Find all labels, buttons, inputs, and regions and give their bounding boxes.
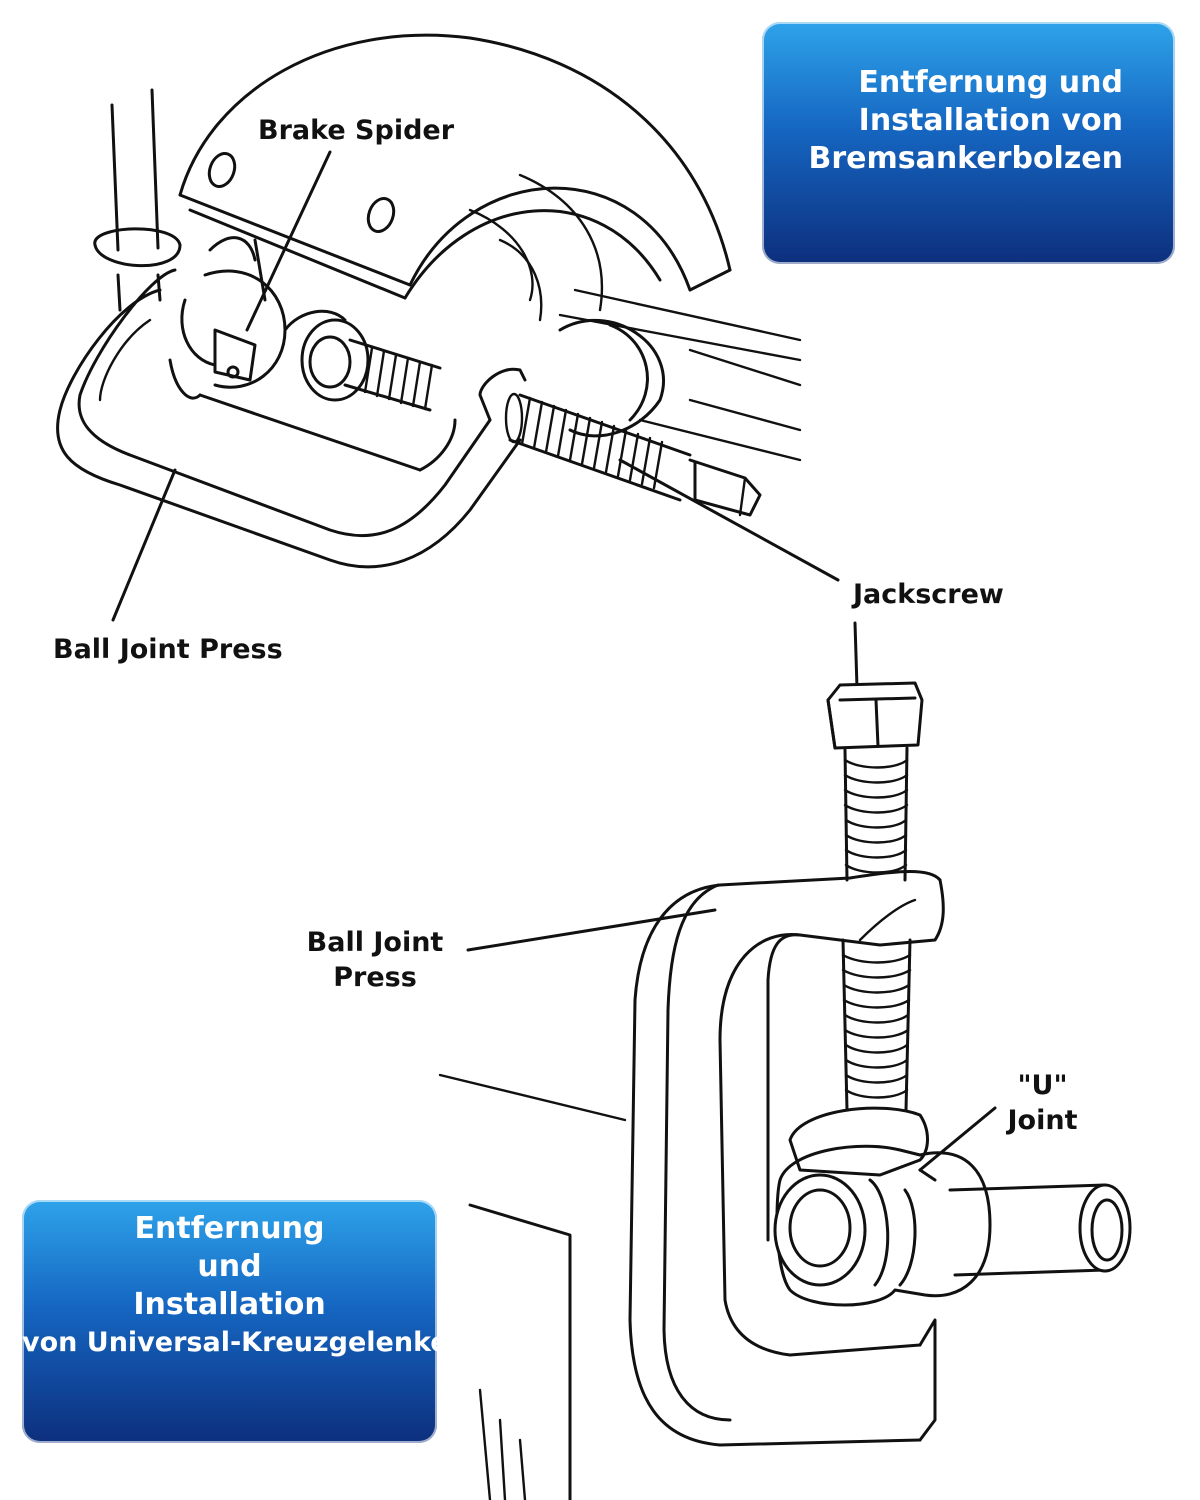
label-brake-spider: Brake Spider	[258, 115, 455, 146]
banner-bottom-line4: von Universal-Kreuzgelenken	[22, 1327, 468, 1358]
banner-top: Entfernung und Installation von Bremsank…	[762, 22, 1175, 264]
label-ball-joint-press-bottom-line1: Ball Joint	[306, 927, 444, 958]
banner-bottom-text: Entfernung und Installation von Universa…	[22, 1210, 468, 1362]
jackscrew-leader-top	[618, 458, 840, 582]
brake-shoe	[178, 33, 732, 322]
brake-assembly-illustration	[56, 33, 802, 569]
label-ball-joint-press-bottom: Ball Joint Press	[300, 925, 450, 995]
label-u-joint-line2: Joint	[1007, 1105, 1078, 1136]
jackscrew-top	[504, 392, 762, 517]
label-ball-joint-press-top: Ball Joint Press	[53, 634, 283, 665]
ball-joint-press-bottom	[628, 870, 945, 1447]
jackscrew-nut	[826, 681, 924, 750]
u-joint-illustration	[438, 681, 1132, 1500]
label-u-joint-line1: "U"	[1017, 1070, 1068, 1101]
banner-bottom-line1: Entfernung	[134, 1211, 325, 1246]
banner-top-text: Entfernung und Installation von Bremsank…	[808, 64, 1123, 178]
banner-bottom: Entfernung und Installation von Universa…	[22, 1200, 468, 1443]
ball-joint-press-top-leader	[111, 468, 177, 622]
u-joint	[773, 1106, 1132, 1307]
label-u-joint: "U" Joint	[995, 1068, 1090, 1138]
label-jackscrew: Jackscrew	[853, 579, 1004, 610]
ball-joint-press-top	[56, 268, 527, 569]
banner-top-line3: Bremsankerbolzen	[808, 141, 1123, 176]
brake-spider	[180, 236, 347, 389]
adapter-pin	[300, 318, 442, 412]
banner-top-line2: Installation von	[858, 103, 1123, 138]
banner-bottom-line2: und	[197, 1249, 262, 1284]
banner-top-line1: Entfernung und	[858, 65, 1123, 100]
ball-joint-press-bottom-leader	[466, 908, 717, 952]
u-joint-leader	[918, 1106, 997, 1172]
brake-spider-leader	[245, 150, 332, 332]
label-ball-joint-press-bottom-line2: Press	[333, 962, 417, 993]
banner-bottom-line3: Installation	[133, 1287, 326, 1322]
jackscrew-bottom	[841, 746, 912, 1112]
